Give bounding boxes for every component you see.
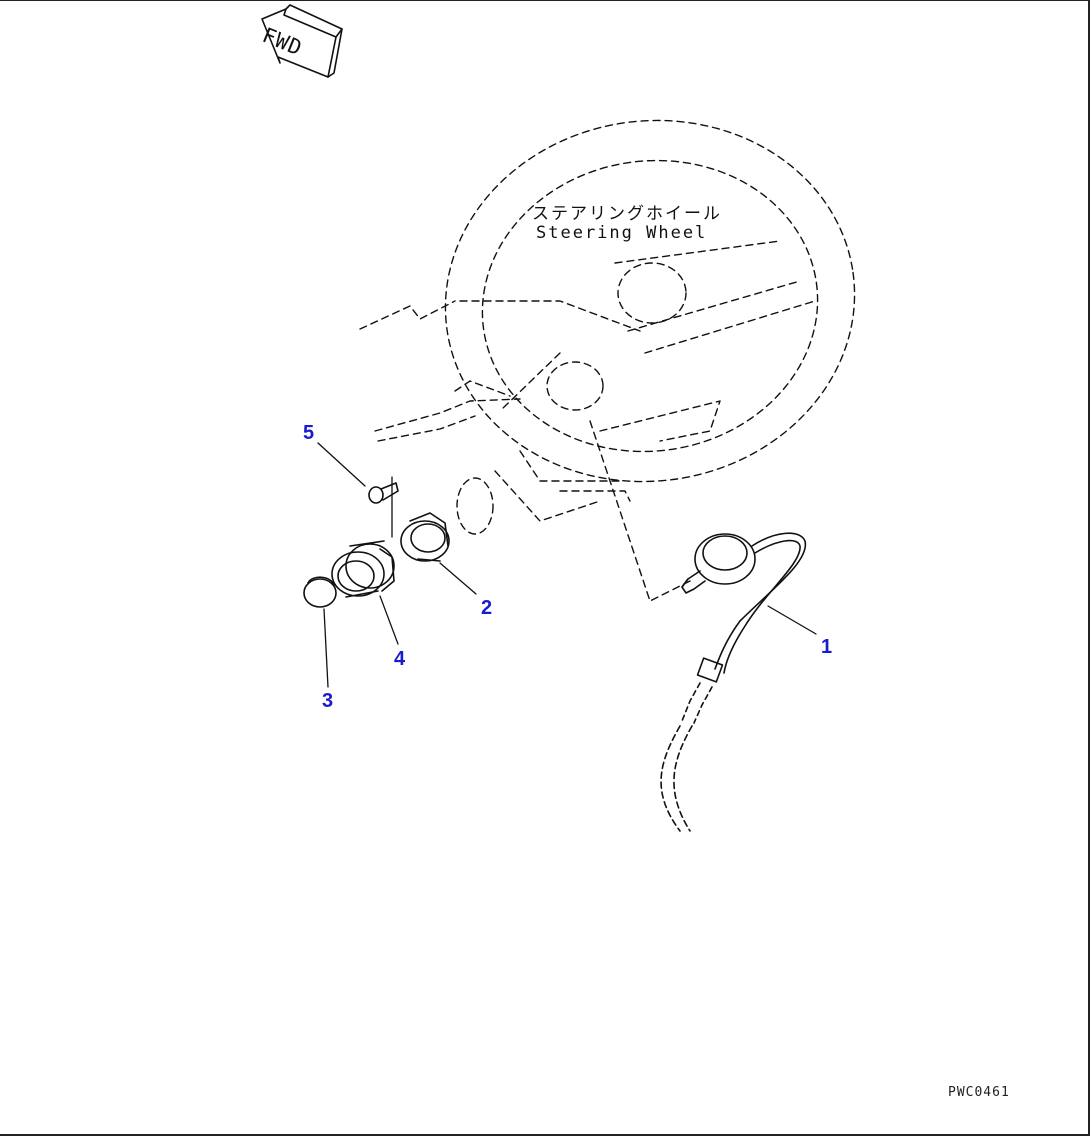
steering-wheel-label-japanese: ステアリングホイール (532, 204, 722, 224)
callout-4: 4 (394, 648, 406, 670)
leader-lines (317, 442, 817, 688)
part-1-horn-switch (660, 532, 807, 832)
drawing-code: PWC0461 (948, 1085, 1010, 1100)
part-2-ring-bracket (400, 512, 450, 562)
part-5-bolt (368, 482, 399, 504)
callout-5: 5 (303, 422, 315, 444)
fwd-arrow-icon (261, 4, 343, 78)
part-4-knurled-knob (331, 540, 395, 598)
part-3-cap (303, 576, 337, 608)
callout-3: 3 (322, 690, 334, 712)
callout-2: 2 (481, 597, 493, 619)
steering-wheel-outline (359, 119, 856, 602)
steering-wheel-label-english: Steering Wheel (536, 223, 708, 243)
callout-1: 1 (821, 636, 833, 658)
